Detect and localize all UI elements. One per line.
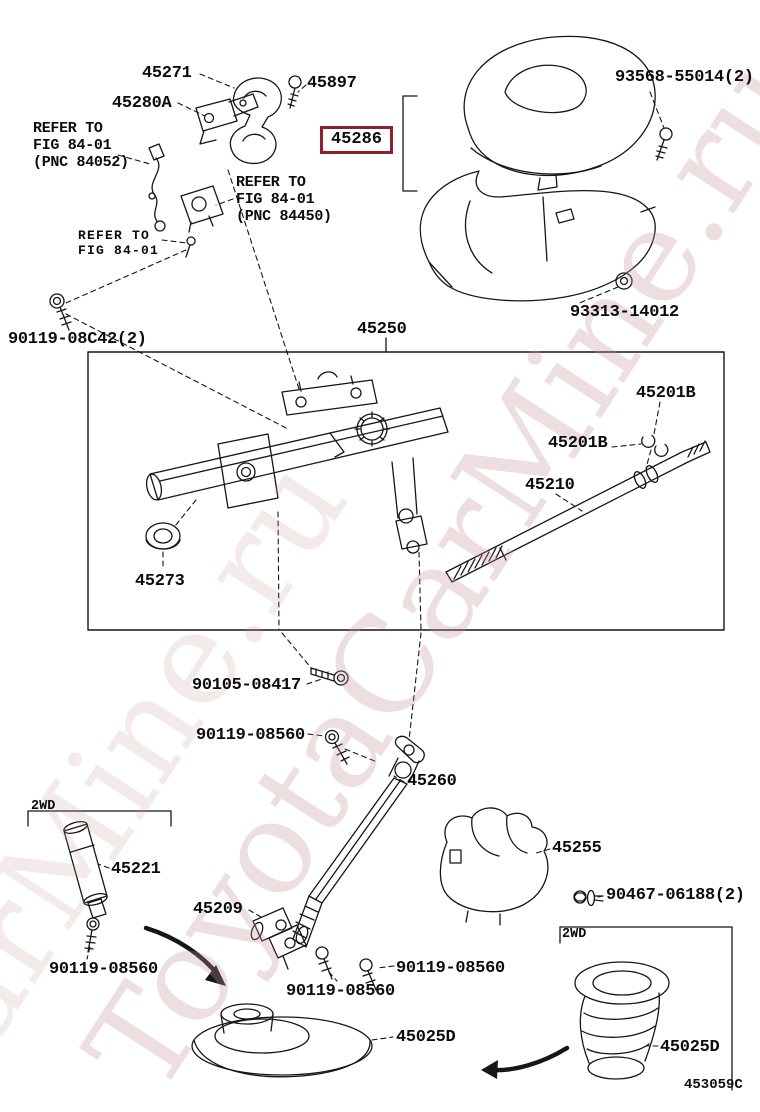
part-label-45210: 45210: [525, 476, 575, 495]
part-label-45286: 45286: [331, 130, 383, 149]
part-label-90119-08560-c: 90119-08560: [396, 959, 505, 978]
bolt-90119-08c42: [49, 293, 72, 331]
section-label-2wd-left: 2WD: [31, 799, 56, 814]
part-label-45201b-lower: 45201B: [548, 434, 608, 453]
part-label-45025d-center: 45025D: [396, 1028, 456, 1047]
part-label-45221: 45221: [111, 860, 161, 879]
column-cover-lower: [419, 170, 656, 302]
intermediate-shaft-45260: [292, 735, 425, 948]
part-label-90119-08560-b: 90119-08560: [49, 960, 158, 979]
refer-note-small: REFER TO FIG 84-01: [78, 228, 160, 258]
bolt-90119-08560-left: [84, 917, 100, 953]
part-label-90119-08560-a: 90119-08560: [196, 726, 305, 745]
ignition-lock-parts: [148, 75, 302, 258]
part-label-45260: 45260: [407, 772, 457, 791]
column-cover-upper: [463, 35, 656, 191]
part-label-45280a: 45280A: [112, 94, 172, 113]
part-label-45897: 45897: [307, 74, 357, 93]
part-label-45271: 45271: [142, 64, 192, 83]
part-label-45209: 45209: [193, 900, 243, 919]
bolt-90105-08417: [310, 667, 349, 686]
part-label-90467-06188: 90467-06188(2): [606, 886, 745, 905]
part-label-45025d-right: 45025D: [660, 1038, 720, 1057]
part-label-45201b-upper: 45201B: [636, 384, 696, 403]
assembly-box: [87, 351, 725, 631]
leader-lines: [65, 73, 665, 1047]
part-label-93313-14012: 93313-14012: [570, 303, 679, 322]
snap-rings-45201b: [641, 434, 669, 457]
main-shaft-45210: [445, 440, 711, 583]
diagram-code: 453059C: [684, 1077, 743, 1093]
arrow-to-center-cover: [143, 925, 226, 986]
bolt-90119-08560-upper: [324, 729, 350, 765]
universal-joint-45209: [250, 907, 309, 970]
section-label-2wd-right: 2WD: [562, 927, 587, 942]
bolt-90467-06188: [573, 889, 604, 907]
part-label-45255: 45255: [552, 839, 602, 858]
part-label-90119-08560-d: 90119-08560: [286, 982, 395, 1001]
highlighted-part-box: 45286: [320, 126, 394, 154]
part-label-90119-08c42: 90119-08C42(2): [8, 330, 147, 349]
part-label-45273: 45273: [135, 572, 185, 591]
bolt-90119-08560-center: [315, 946, 333, 980]
bolt-90119-08560-right: [359, 958, 377, 991]
screw-93568: [655, 127, 673, 161]
bracket-2wd-right: [559, 926, 733, 1091]
sliding-yoke-45221: [63, 821, 108, 919]
bushing-45273: [145, 522, 181, 550]
arrow-from-2wd-boot: [481, 1045, 570, 1079]
column-hole-cover-45255: [439, 807, 549, 926]
dust-boot-45025d-right: [574, 961, 670, 1080]
column-hole-cover-45025d: [191, 1003, 373, 1078]
steering-column-assembly-45250: [145, 371, 449, 554]
part-label-90105-08417: 90105-08417: [192, 676, 301, 695]
part-label-45250: 45250: [357, 320, 407, 339]
grommet-93313: [615, 272, 633, 290]
bracket-2wd-left: [27, 810, 172, 827]
refer-note-84450: REFER TO FIG 84-01 (PNC 84450): [236, 174, 332, 225]
part-label-93568-55014: 93568-55014(2): [615, 68, 754, 87]
refer-note-84052: REFER TO FIG 84-01 (PNC 84052): [33, 120, 129, 171]
cover-bracket-line: [402, 95, 418, 192]
